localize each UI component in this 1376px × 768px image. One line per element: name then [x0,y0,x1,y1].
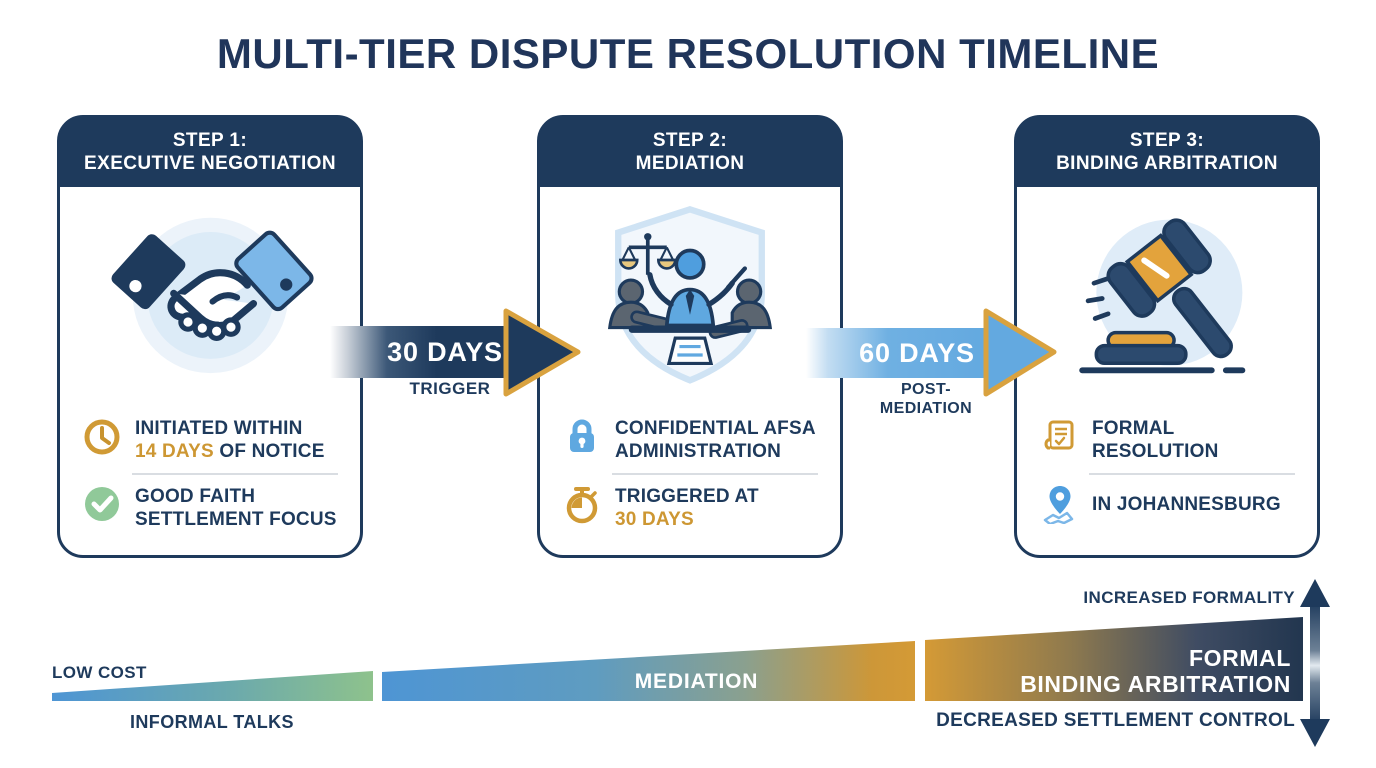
spectrum-arbitration-label: FORMAL BINDING ARBITRATION [1020,645,1291,697]
gavel-icon [1017,192,1317,404]
low-cost-label: LOW COST [52,663,147,682]
arrow-sublabel: TRIGGER [409,379,491,398]
arrow-tail [330,326,508,378]
row-line1: INITIATED WITHIN [135,418,303,439]
step-name: EXECUTIVE NEGOTIATION [84,153,336,174]
card-divider [1089,473,1295,475]
row-text: FORMAL RESOLUTION [1092,416,1219,463]
row-line1: IN JOHANNESBURG [1092,494,1281,515]
card2-row-triggered: TRIGGERED AT 30 DAYS [562,484,828,531]
formal-label-line1: FORMAL [1189,645,1291,671]
arrow-head-icon [983,308,1057,397]
card1-row-goodfaith: GOOD FAITH SETTLEMENT FOCUS [82,484,348,531]
increased-formality-label: INCREASED FORMALITY [1083,588,1295,607]
row-line2: ADMINISTRATION [615,441,782,462]
lock-icon [562,416,602,456]
formal-label-line2: BINDING ARBITRATION [1020,671,1291,697]
row-text: INITIATED WITHIN 14 DAYS OF NOTICE [135,416,325,463]
arrow-60-days: 60 DAYS POST- MEDIATION [806,303,1062,428]
informal-talks-label: INFORMAL TALKS [130,712,294,732]
step-name: MEDIATION [635,153,745,174]
card2-row-confidential: CONFIDENTIAL AFSA ADMINISTRATION [562,416,828,463]
arrow-head-icon [503,308,581,397]
step-name: BINDING ARBITRATION [1056,153,1278,174]
arrow-sublabel: POST- MEDIATION [846,380,1006,418]
card-step-3-header: STEP 3: BINDING ARBITRATION [1016,117,1318,187]
decreased-settlement-control-label: DECREASED SETTLEMENT CONTROL [936,710,1295,731]
row-line2-accent: 14 DAYS [135,441,214,462]
clock-icon [82,416,122,456]
arrow-30-days: 30 DAYS TRIGGER [330,303,586,403]
card-step-2-header: STEP 2: MEDIATION [539,117,841,187]
spectrum-segment-mediation: MEDIATION [382,641,915,701]
row-line1: GOOD FAITH [135,486,256,507]
arrow-tail [806,328,988,378]
row-line2: RESOLUTION [1092,441,1219,462]
row-text: TRIGGERED AT 30 DAYS [615,484,759,531]
card1-row-initiated: INITIATED WITHIN 14 DAYS OF NOTICE [82,416,348,463]
mediation-shield-icon [540,192,840,404]
card-step-1: STEP 1: EXECUTIVE NEGOTIATION [57,115,363,558]
row-line1: TRIGGERED AT [615,486,759,507]
step-number: STEP 2: [652,130,728,151]
arrow-sublabel-line2: MEDIATION [879,400,973,417]
card3-row-location: IN JOHANNESBURG [1039,484,1305,526]
spectrum-segment-arbitration: FORMAL BINDING ARBITRATION [925,617,1303,701]
step-number: STEP 3: [1129,130,1205,151]
arrow-label: 30 DAYS [387,337,503,367]
formality-double-arrow-icon [1300,579,1330,747]
step-number: STEP 1: [172,130,248,151]
row-line1: FORMAL [1092,418,1175,439]
row-line2: OF NOTICE [213,441,325,462]
map-pin-icon [1039,484,1079,526]
row-text: GOOD FAITH SETTLEMENT FOCUS [135,484,337,531]
row-text: IN JOHANNESBURG [1092,492,1281,516]
scroll-icon [1039,416,1079,456]
page-title: MULTI-TIER DISPUTE RESOLUTION TIMELINE [216,30,1160,77]
arrow-sublabel-line1: POST- [900,381,951,398]
row-text: CONFIDENTIAL AFSA ADMINISTRATION [615,416,816,463]
row-line2-accent: 30 DAYS [615,509,694,530]
check-icon [82,484,122,524]
arrow-label: 60 DAYS [859,338,975,368]
card-divider [612,473,818,475]
card3-row-formal: FORMAL RESOLUTION [1039,416,1305,463]
spectrum-mediation-label: MEDIATION [634,670,759,693]
row-line1: CONFIDENTIAL AFSA [615,418,816,439]
card-divider [132,473,338,475]
card-step-1-header: STEP 1: EXECUTIVE NEGOTIATION [59,117,361,187]
stopwatch-icon [562,484,602,524]
handshake-icon [60,192,360,404]
row-line2: SETTLEMENT FOCUS [135,509,337,530]
